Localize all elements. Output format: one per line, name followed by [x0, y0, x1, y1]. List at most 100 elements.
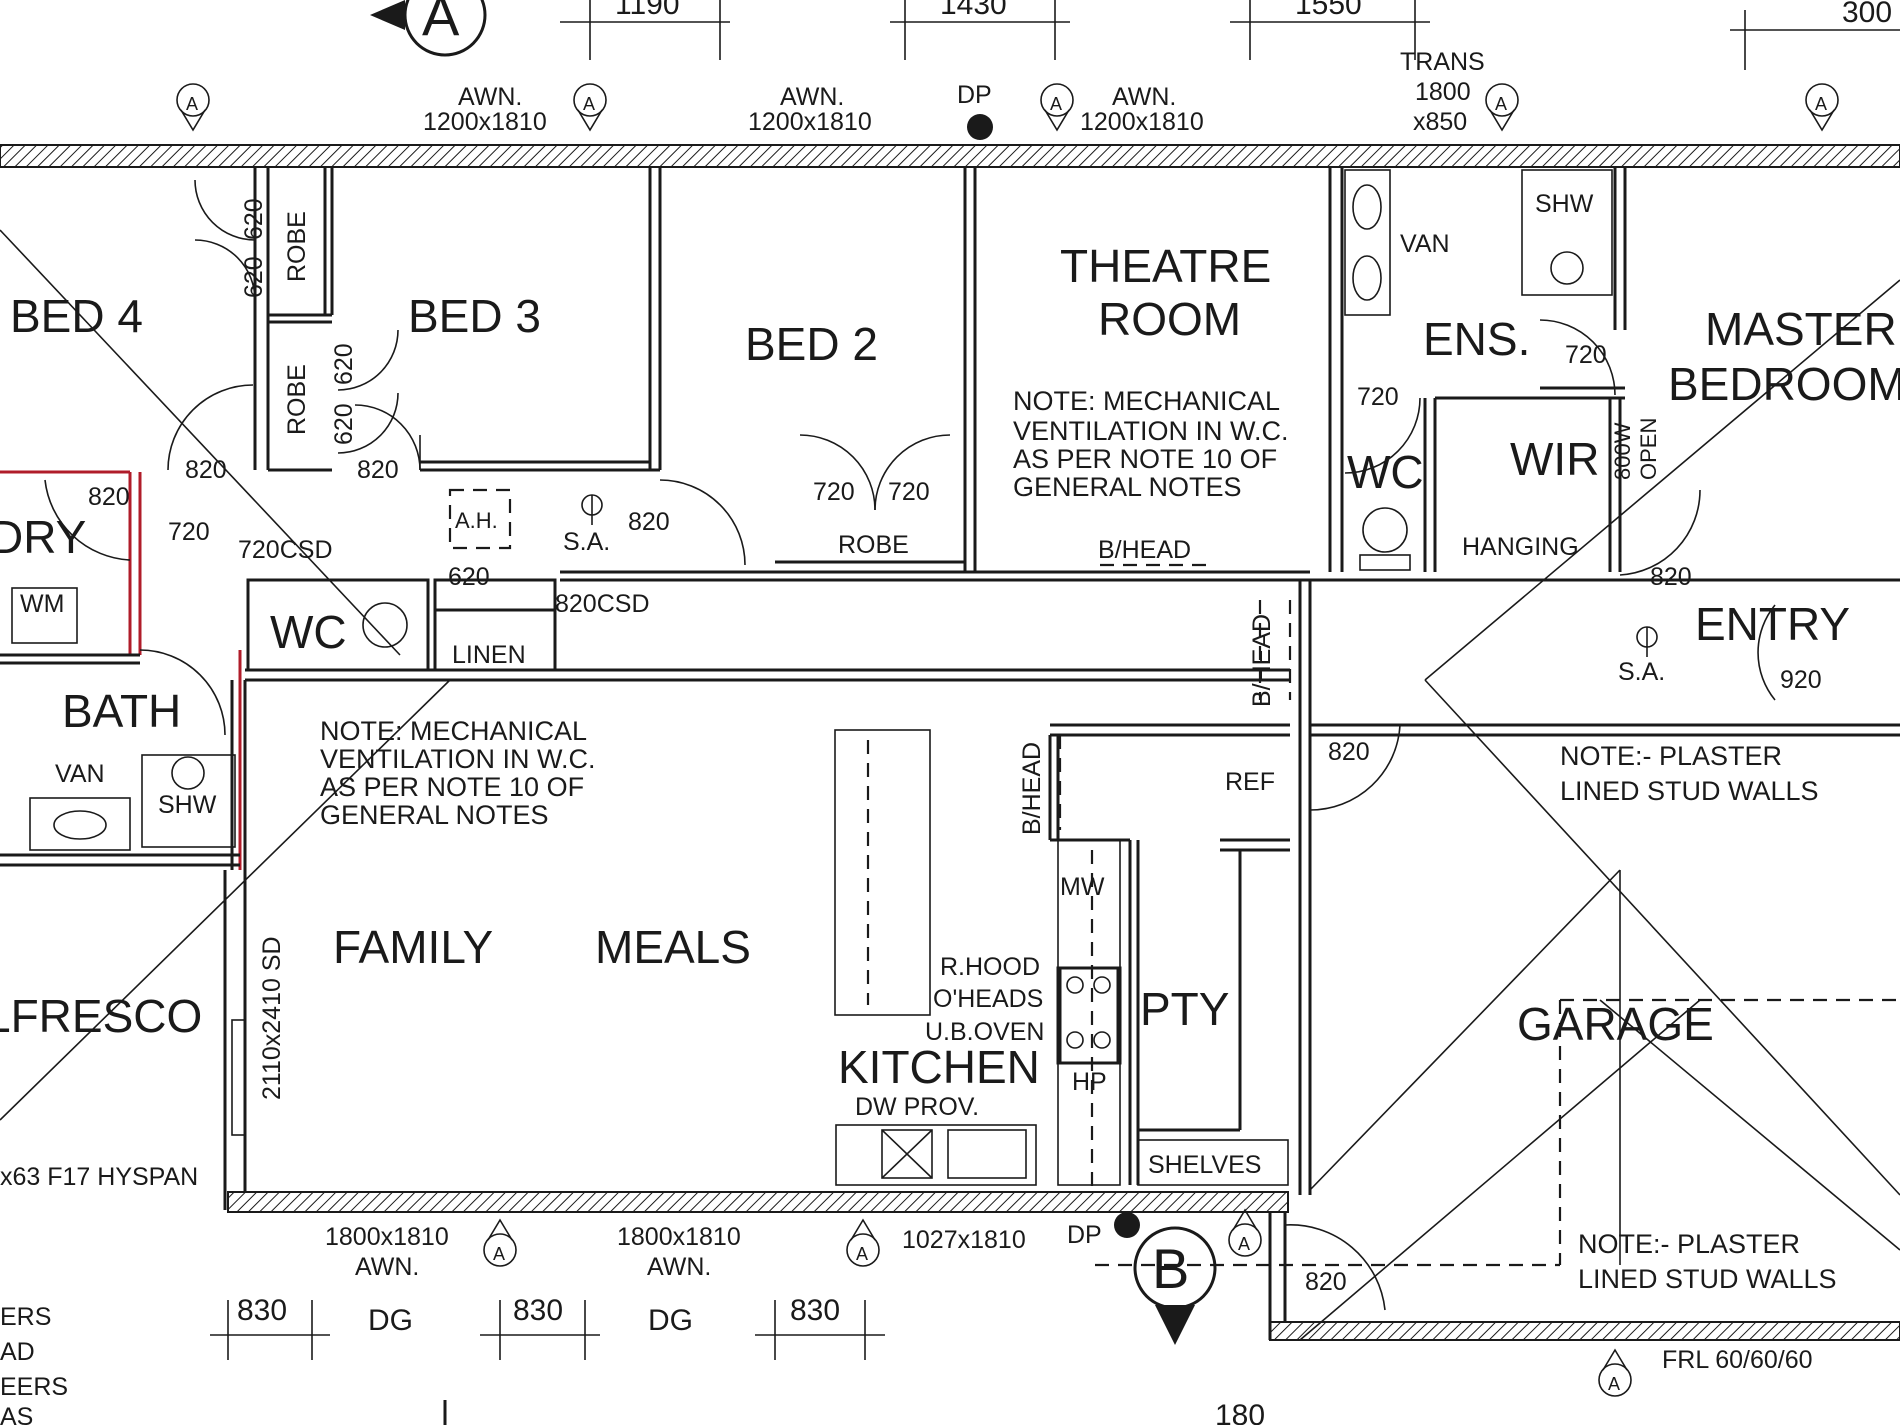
window-size: 1800x1810 — [325, 1223, 449, 1251]
air-handler-label: A.H. — [455, 508, 498, 533]
trans-window-size-2: x850 — [1413, 108, 1467, 136]
room-bath: BATH — [62, 685, 181, 737]
window-type: AWN. — [355, 1253, 419, 1281]
hotplate-label: HP — [1072, 1068, 1107, 1096]
note-line: GENERAL NOTES — [1013, 472, 1242, 502]
shelves-label: SHELVES — [1148, 1151, 1261, 1179]
glazing-label: DG — [648, 1304, 693, 1337]
window-size: 1800x1810 — [617, 1223, 741, 1251]
rangehood-label: R.HOOD — [940, 953, 1040, 981]
window-type: AWN. — [780, 83, 844, 111]
opening-label-2: OPEN — [1636, 418, 1661, 480]
room-theatre-2: ROOM — [1098, 293, 1241, 345]
dim-label: 830 — [790, 1294, 840, 1327]
door-size: 720 — [813, 478, 855, 506]
room-ensuite: ENS. — [1423, 313, 1530, 365]
room-pantry: PTY — [1140, 983, 1229, 1035]
room-meals: MEALS — [595, 921, 751, 973]
side-note: AS — [0, 1403, 33, 1425]
dimension-lines — [210, 0, 1900, 1425]
cavity-door-label: 820CSD — [555, 590, 650, 618]
section-b-letter: B — [1152, 1237, 1189, 1300]
shower-label: SHW — [1535, 190, 1594, 218]
note-line: AS PER NOTE 10 OF — [1013, 444, 1277, 474]
room-bed3: BED 3 — [408, 290, 541, 342]
elev-tag-label: A — [1608, 1374, 1620, 1394]
room-wir: WIR — [1510, 433, 1599, 485]
section-a-letter: A — [422, 0, 460, 47]
note-line: NOTE:- PLASTER — [1560, 741, 1782, 771]
side-note: AD — [0, 1338, 35, 1366]
dishwasher-label: DW PROV. — [855, 1093, 979, 1121]
window-size: 1200x1810 — [423, 108, 547, 136]
room-garage: GARAGE — [1517, 998, 1714, 1050]
room-laundry: DRY — [0, 511, 86, 563]
door-labels: 620 620 620 620 620 720 720 720 720 720 … — [88, 198, 1822, 1296]
washing-machine-label: WM — [20, 590, 64, 618]
downpipe-label: DP — [957, 81, 992, 109]
beam-label: x63 F17 HYSPAN — [0, 1163, 198, 1191]
room-linen: LINEN — [452, 641, 526, 669]
side-note: ERS — [0, 1303, 51, 1331]
door-size: 620 — [448, 563, 490, 591]
door-size: 720 — [168, 518, 210, 546]
dim-label: 1190 — [615, 0, 680, 21]
window-size: 1200x1810 — [748, 108, 872, 136]
door-size: 820 — [1305, 1268, 1347, 1296]
vanity-label: VAN — [1400, 230, 1450, 258]
smoke-alarm-label: S.A. — [1618, 658, 1665, 686]
microwave-label: MW — [1060, 873, 1105, 901]
notes: NOTE: MECHANICAL VENTILATION IN W.C. AS … — [0, 386, 1837, 1374]
door-size: 720 — [1565, 341, 1607, 369]
door-size: 820 — [1328, 738, 1370, 766]
section-marker-labels: A B — [422, 0, 1189, 1300]
fire-rating-label: FRL 60/60/60 — [1662, 1346, 1813, 1374]
fixtures — [11, 114, 1658, 1238]
door-size: 820 — [88, 483, 130, 511]
door-size: 720 — [888, 478, 930, 506]
downpipe-label: DP — [1067, 1221, 1102, 1249]
bulkhead-label: B/HEAD — [1018, 742, 1046, 835]
robe-label: ROBE — [283, 364, 311, 435]
external-walls — [0, 144, 1900, 1341]
room-bed4: BED 4 — [10, 290, 143, 342]
door-size: 620 — [240, 256, 268, 298]
window-type: AWN. — [458, 83, 522, 111]
elev-tag-label: A — [1050, 94, 1062, 114]
room-bed2: BED 2 — [745, 318, 878, 370]
sliding-door-label: 2110x2410 SD — [258, 936, 286, 1100]
dim-label: 1430 — [940, 0, 1007, 21]
dashed-lines — [448, 488, 1900, 1267]
fridge-label: REF — [1225, 768, 1275, 796]
oven-label: U.B.OVEN — [925, 1018, 1044, 1046]
window-labels: AWN. 1200x1810 AWN. 1200x1810 AWN. 1200x… — [238, 48, 1485, 1281]
window-type: AWN. — [1112, 83, 1176, 111]
room-alfresco: LFRESCO — [0, 990, 202, 1042]
elev-tag-label: A — [493, 1244, 505, 1264]
room-wc: WC — [270, 606, 347, 658]
elev-tag-label: A — [1815, 94, 1827, 114]
door-size: 820 — [185, 456, 227, 484]
trans-window-type: TRANS — [1400, 48, 1485, 76]
room-wc-master: WC — [1347, 446, 1424, 498]
trans-window-size: 1800 — [1415, 78, 1471, 106]
hanging-label: HANGING — [1462, 533, 1579, 561]
robe-label: ROBE — [283, 211, 311, 282]
dim-label: 300 — [1842, 0, 1892, 29]
door-size: 920 — [1780, 666, 1822, 694]
overheads-label: O'HEADS — [933, 985, 1043, 1013]
side-note: EERS — [0, 1373, 68, 1401]
door-swings — [44, 179, 1776, 1311]
section-markers — [370, 0, 1217, 1345]
bulkhead-label: B/HEAD — [1098, 536, 1191, 564]
door-size: 820 — [628, 508, 670, 536]
room-family: FAMILY — [333, 921, 493, 973]
note-line: VENTILATION IN W.C. — [1013, 416, 1289, 446]
window-size: 1027x1810 — [902, 1226, 1026, 1254]
door-size: 620 — [240, 198, 268, 240]
room-kitchen: KITCHEN — [838, 1041, 1040, 1093]
diagonal-lines — [0, 229, 1900, 1341]
elev-tag-label: A — [186, 94, 198, 114]
